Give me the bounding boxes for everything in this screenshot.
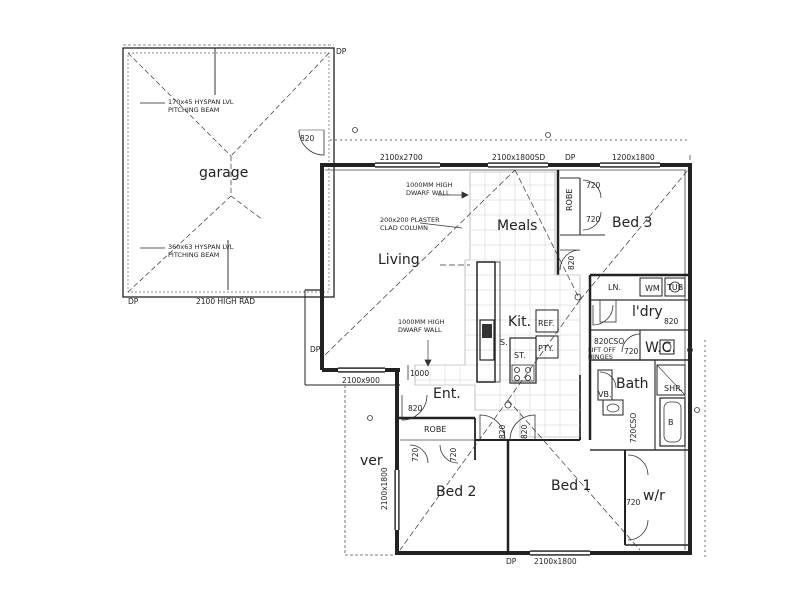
tub-icon	[669, 281, 681, 293]
room-kitchen: Kit.	[508, 314, 531, 330]
note-hyspan-bot-line2: PITCHING BEAM	[168, 251, 219, 259]
note-liftoff-line1: LIFT OFF	[588, 346, 616, 354]
label-shower: SHR.	[664, 384, 683, 393]
room-bed2: Bed 2	[436, 484, 476, 500]
label-stove: ST.	[514, 351, 526, 360]
note-column-line1: 200x200 PLASTER	[380, 216, 440, 224]
kitchen-fixtures	[476, 261, 559, 384]
label-vanity: VB.	[598, 390, 612, 399]
room-verandah: ver	[360, 453, 383, 469]
window-markers	[338, 162, 660, 556]
note-leaders	[214, 75, 469, 367]
room-wc: W.C.	[645, 340, 676, 356]
label-washing-machine: WM	[645, 284, 660, 293]
label-bath-b: B	[668, 418, 674, 427]
dim-bed3-robe-a: 720	[586, 181, 601, 190]
label-tub: TUB	[666, 283, 683, 292]
toilet-icon	[659, 339, 675, 355]
room-garage: garage	[199, 165, 248, 181]
dim-window-1200x1800: 1200x1800	[612, 153, 655, 162]
sink-icon	[482, 324, 492, 338]
dim-dp-living: DP	[310, 345, 321, 354]
note-hyspan-top-line2: PITCHING BEAM	[168, 106, 219, 114]
dim-bed1-door: 820	[520, 424, 529, 439]
note-column-line2: CLAD COLUMN	[380, 224, 428, 232]
dim-window-bottom: 2100x1800	[534, 557, 577, 566]
label-pantry: PTY.	[538, 344, 554, 353]
dim-meals-door: 820	[567, 255, 576, 270]
room-labels: garage Meals Living Bed 3 Kit. l'dry W.C…	[199, 165, 676, 504]
dim-bed2-robe-b: 720	[449, 447, 458, 462]
dim-820cso: 820CSO	[594, 337, 624, 346]
fixture-labels: ROBE ROBE REF. PTY. ST. S. LN. WM TUB SH…	[424, 189, 683, 434]
room-bed1: Bed 1	[551, 478, 591, 494]
cooktop-burner-icon	[514, 367, 520, 373]
cooktop-burner-icon	[514, 375, 520, 381]
cooktop-burner-icon	[525, 367, 531, 373]
label-sink: S.	[500, 338, 508, 347]
room-entry: Ent.	[433, 386, 461, 402]
dim-garage-rad: 2100 HIGH RAD	[196, 297, 255, 306]
dim-window-verandah: 2100x1800	[380, 467, 389, 510]
cooktop-burner-icon	[525, 375, 531, 381]
bathtub-icon	[659, 397, 686, 447]
label-robe-bed2: ROBE	[424, 425, 446, 434]
roof-lines	[324, 139, 706, 560]
label-ref: REF.	[538, 319, 554, 328]
dim-dp-top: DP	[565, 153, 576, 162]
note-hyspan-bot-line1: 360x63 HYSPAN LVL	[168, 243, 234, 251]
wet-area-fixtures	[597, 277, 686, 447]
vanity-basin-icon	[602, 399, 624, 416]
label-robe-bed3: ROBE	[565, 189, 574, 211]
note-liftoff-line2: HINGES	[588, 353, 613, 361]
dim-window-2100x2700: 2100x2700	[380, 153, 423, 162]
dim-window-2100x900: 2100x900	[342, 376, 380, 385]
room-bath: Bath	[616, 376, 649, 392]
room-living: Living	[378, 252, 420, 268]
note-dwarf-top-line2: DWARF WALL	[406, 189, 450, 197]
dim-entry-door: 820	[408, 404, 423, 413]
door-swings	[352, 127, 700, 541]
label-linen: LN.	[608, 283, 621, 292]
room-bed3: Bed 3	[612, 215, 652, 231]
note-dwarf-top-line1: 1000MM HIGH	[406, 181, 453, 189]
dim-dp-bottom: DP	[506, 557, 517, 566]
note-dwarf-bot-line1: 1000MM HIGH	[398, 318, 445, 326]
dim-dp-garage-bl: DP	[128, 297, 139, 306]
dim-720cso: 720CSO	[629, 413, 638, 443]
dim-bed2-robe-a: 720	[411, 447, 420, 462]
note-dwarf-bot-line2: DWARF WALL	[398, 326, 442, 334]
dim-dp-garage-tr: DP	[336, 47, 347, 56]
dim-bed3-robe-b: 720	[586, 215, 601, 224]
room-wir: w/r	[643, 488, 665, 504]
garage-structure	[122, 44, 335, 298]
dim-window-2100x1800sd: 2100x1800SD	[492, 153, 545, 162]
note-hyspan-top-line1: 170x45 HYSPAN LVL	[168, 98, 234, 106]
construction-notes: 170x45 HYSPAN LVL PITCHING BEAM 360x63 H…	[168, 98, 616, 361]
dimension-labels: 820 2100x2700 2100x1800SD 1200x1800 DP D…	[128, 47, 679, 566]
dim-garage-door: 820	[300, 134, 315, 143]
dim-bed2-door: 820	[498, 424, 507, 439]
dim-wir-door: 720	[626, 498, 641, 507]
dim-wc-door: 720	[624, 347, 639, 356]
room-laundry: l'dry	[632, 304, 663, 320]
dim-entry-1000: 1000	[410, 369, 429, 378]
dim-laundry-door: 820	[664, 317, 679, 326]
room-meals: Meals	[497, 218, 537, 234]
